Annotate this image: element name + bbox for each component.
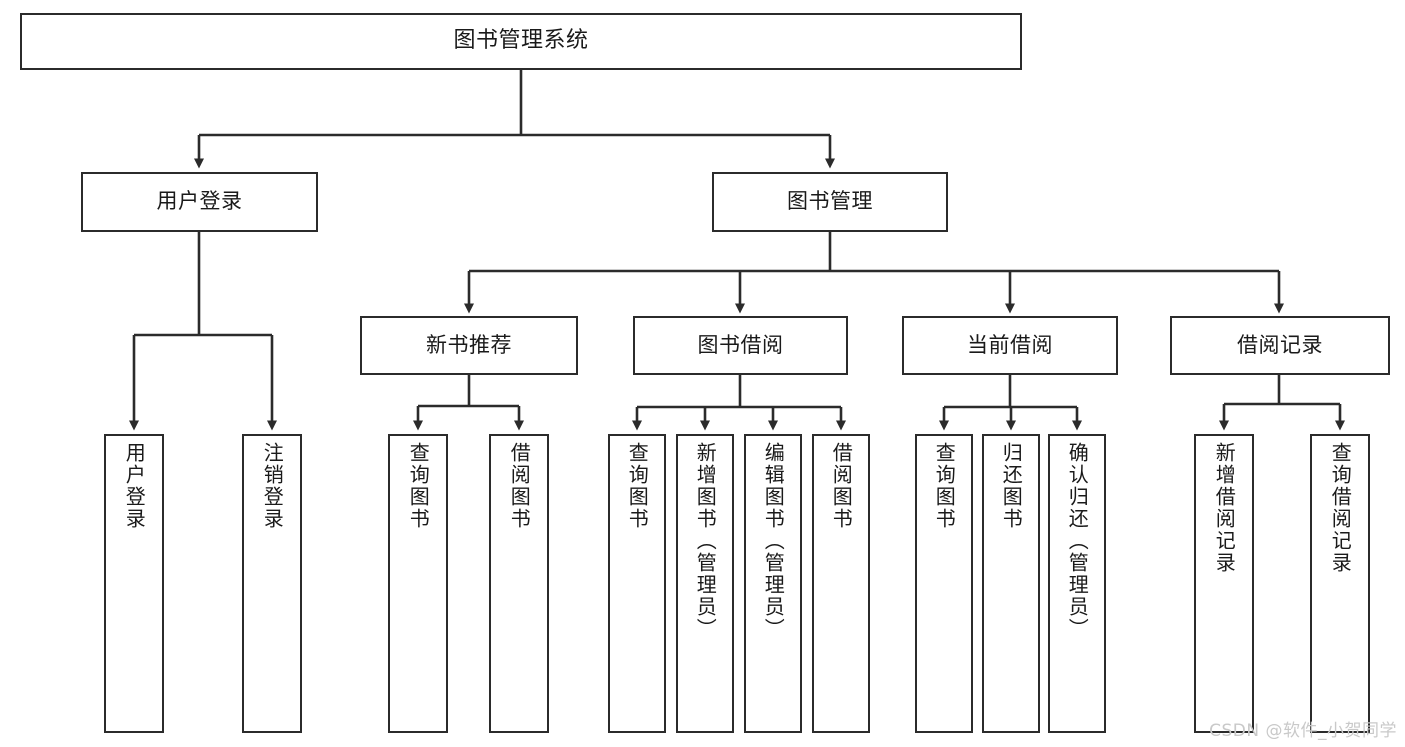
node-new-book-recommend[interactable]: 新书推荐 [360, 316, 578, 375]
node-leaf-add-book-admin[interactable]: 新增图书（管理员） [676, 434, 734, 733]
node-label-leaf-logout: 注销登录 [260, 442, 285, 530]
node-label-leaf-query-book-current: 查询图书 [932, 442, 957, 530]
node-leaf-query-book-recommend[interactable]: 查询图书 [388, 434, 448, 733]
node-label-leaf-edit-book-admin: 编辑图书（管理员） [761, 442, 786, 640]
node-user-login[interactable]: 用户登录 [81, 172, 318, 232]
node-borrow-record[interactable]: 借阅记录 [1170, 316, 1390, 375]
node-leaf-query-book-borrow[interactable]: 查询图书 [608, 434, 666, 733]
node-label-leaf-return-book: 归还图书 [999, 442, 1024, 530]
node-leaf-edit-book-admin[interactable]: 编辑图书（管理员） [744, 434, 802, 733]
node-label-current-borrow: 当前借阅 [967, 332, 1053, 357]
node-leaf-add-borrow-record[interactable]: 新增借阅记录 [1194, 434, 1254, 733]
node-leaf-borrow-book[interactable]: 借阅图书 [812, 434, 870, 733]
node-label-user-login: 用户登录 [156, 189, 243, 214]
node-label-leaf-query-book-borrow: 查询图书 [625, 442, 650, 530]
node-label-book-management: 图书管理 [787, 189, 873, 214]
csdn-watermark: CSDN @软件_小贺同学 [1209, 721, 1397, 741]
node-current-borrow[interactable]: 当前借阅 [902, 316, 1118, 375]
node-leaf-confirm-return-admin[interactable]: 确认归还（管理员） [1048, 434, 1106, 733]
node-leaf-return-book[interactable]: 归还图书 [982, 434, 1040, 733]
node-leaf-query-borrow-record[interactable]: 查询借阅记录 [1310, 434, 1370, 733]
node-label-leaf-query-book-recommend: 查询图书 [406, 442, 431, 530]
node-book-management[interactable]: 图书管理 [712, 172, 948, 232]
node-label-leaf-confirm-return-admin: 确认归还（管理员） [1065, 442, 1090, 640]
node-leaf-query-book-current[interactable]: 查询图书 [915, 434, 973, 733]
node-label-book-borrow: 图书借阅 [697, 332, 784, 357]
node-label-leaf-user-login: 用户登录 [122, 442, 147, 530]
node-label-root: 图书管理系统 [453, 28, 589, 54]
node-leaf-logout[interactable]: 注销登录 [242, 434, 302, 733]
node-root-system[interactable]: 图书管理系统 [20, 13, 1022, 70]
node-label-borrow-record: 借阅记录 [1237, 332, 1323, 357]
node-book-borrow[interactable]: 图书借阅 [633, 316, 848, 375]
node-label-leaf-borrow-book: 借阅图书 [829, 442, 854, 530]
node-label-leaf-add-book-admin: 新增图书（管理员） [693, 442, 718, 640]
node-leaf-user-login[interactable]: 用户登录 [104, 434, 164, 733]
node-label-leaf-borrow-book-recommend: 借阅图书 [507, 442, 532, 530]
node-label-leaf-query-borrow-record: 查询借阅记录 [1328, 442, 1353, 574]
node-label-new-book-recommend: 新书推荐 [426, 332, 512, 357]
node-label-leaf-add-borrow-record: 新增借阅记录 [1212, 442, 1237, 574]
node-leaf-borrow-book-recommend[interactable]: 借阅图书 [489, 434, 549, 733]
